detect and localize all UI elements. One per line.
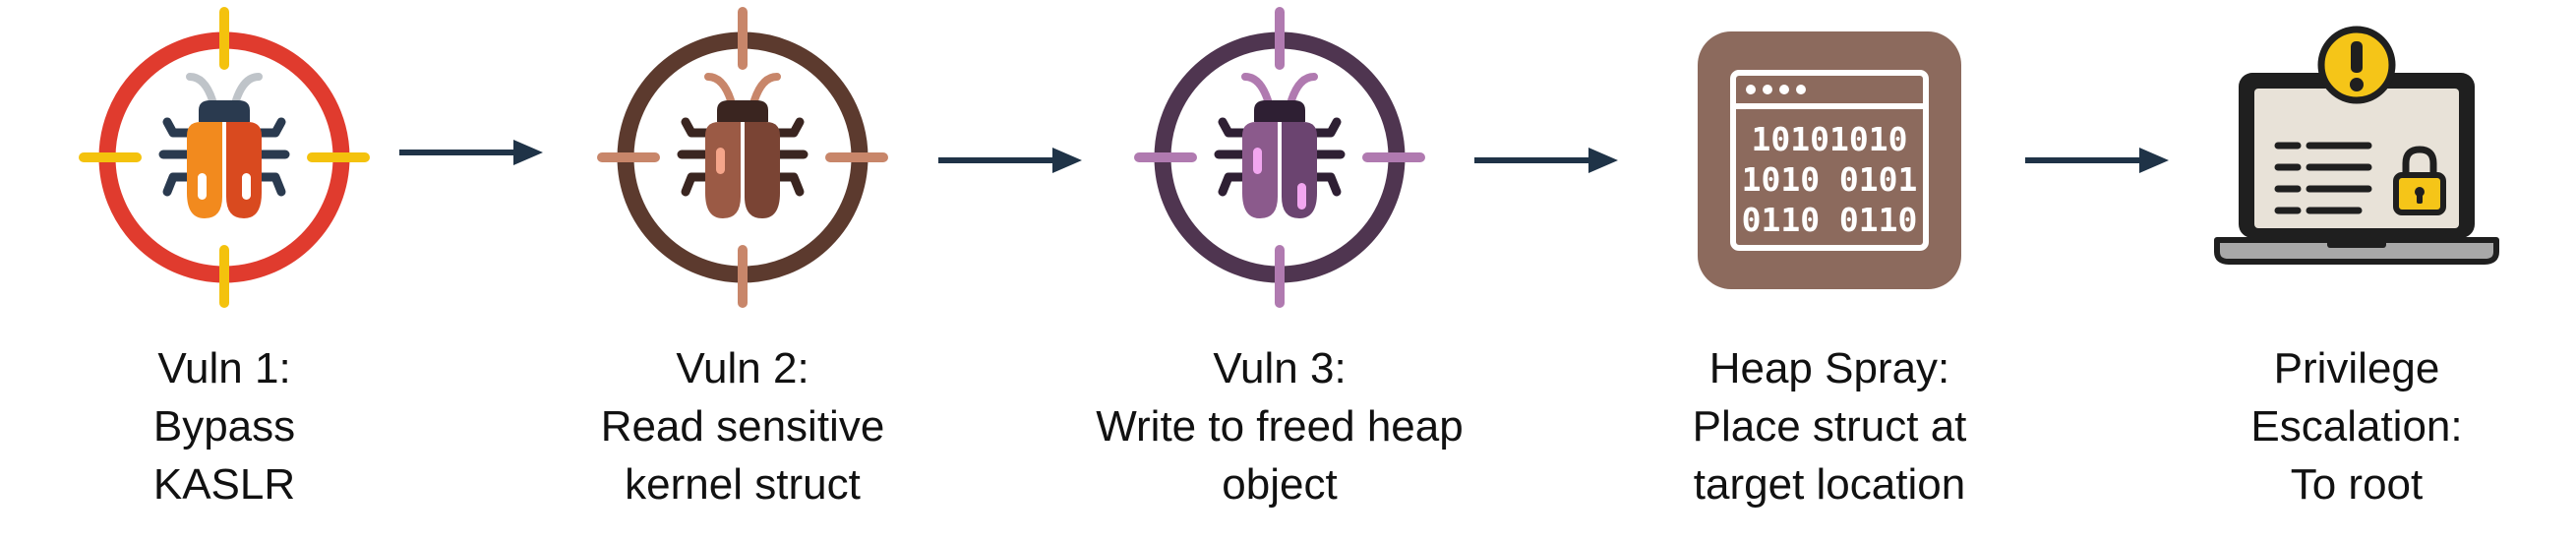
bug-target-icon xyxy=(597,7,888,308)
step-caption: Vuln 1: Bypass KASLR xyxy=(8,339,441,513)
caption-line: Read sensitive xyxy=(600,402,885,451)
bug-target-icon xyxy=(1134,7,1425,308)
flow-arrow xyxy=(938,148,1082,173)
binary-row: 0110 0110 xyxy=(1742,201,1918,239)
step-caption: Vuln 2: Read sensitive kernel struct xyxy=(526,339,959,513)
flow-arrow xyxy=(2025,148,2169,173)
caption-line: Write to freed heap xyxy=(1096,402,1464,451)
flow-arrow xyxy=(1474,148,1618,173)
caption-line: target location xyxy=(1693,460,1966,509)
caption-line: Vuln 3: xyxy=(1213,344,1347,392)
caption-line: Heap Spray: xyxy=(1708,344,1950,392)
caption-line: Privilege xyxy=(2273,344,2440,392)
caption-line: Vuln 1: xyxy=(157,344,291,392)
binary-row: 10101010 xyxy=(1752,120,1908,158)
caption-line: Bypass xyxy=(152,402,296,451)
caption-line: KASLR xyxy=(152,460,296,509)
bug-target-icon xyxy=(79,7,370,308)
caption-line: kernel struct xyxy=(625,460,861,509)
caption-line: To root xyxy=(2290,460,2424,509)
step-caption: Vuln 3: Write to freed heap object xyxy=(1063,339,1496,513)
padlock-icon xyxy=(2393,146,2446,215)
caption-line: Vuln 2: xyxy=(676,344,809,392)
binary-row: 1010 0101 xyxy=(1742,160,1918,199)
caption-line: Place struct at xyxy=(1692,402,1967,451)
step-caption: Heap Spray: Place struct at target locat… xyxy=(1613,339,2046,513)
caption-line: object xyxy=(1222,460,1338,509)
binary-window-icon: 10101010 1010 0101 0110 0110 xyxy=(1698,31,1961,289)
caption-line: Escalation: xyxy=(2250,402,2463,451)
flow-arrow xyxy=(399,140,543,165)
laptop-warning-icon xyxy=(2214,26,2499,265)
step-caption: Privilege Escalation: To root xyxy=(2140,339,2573,513)
